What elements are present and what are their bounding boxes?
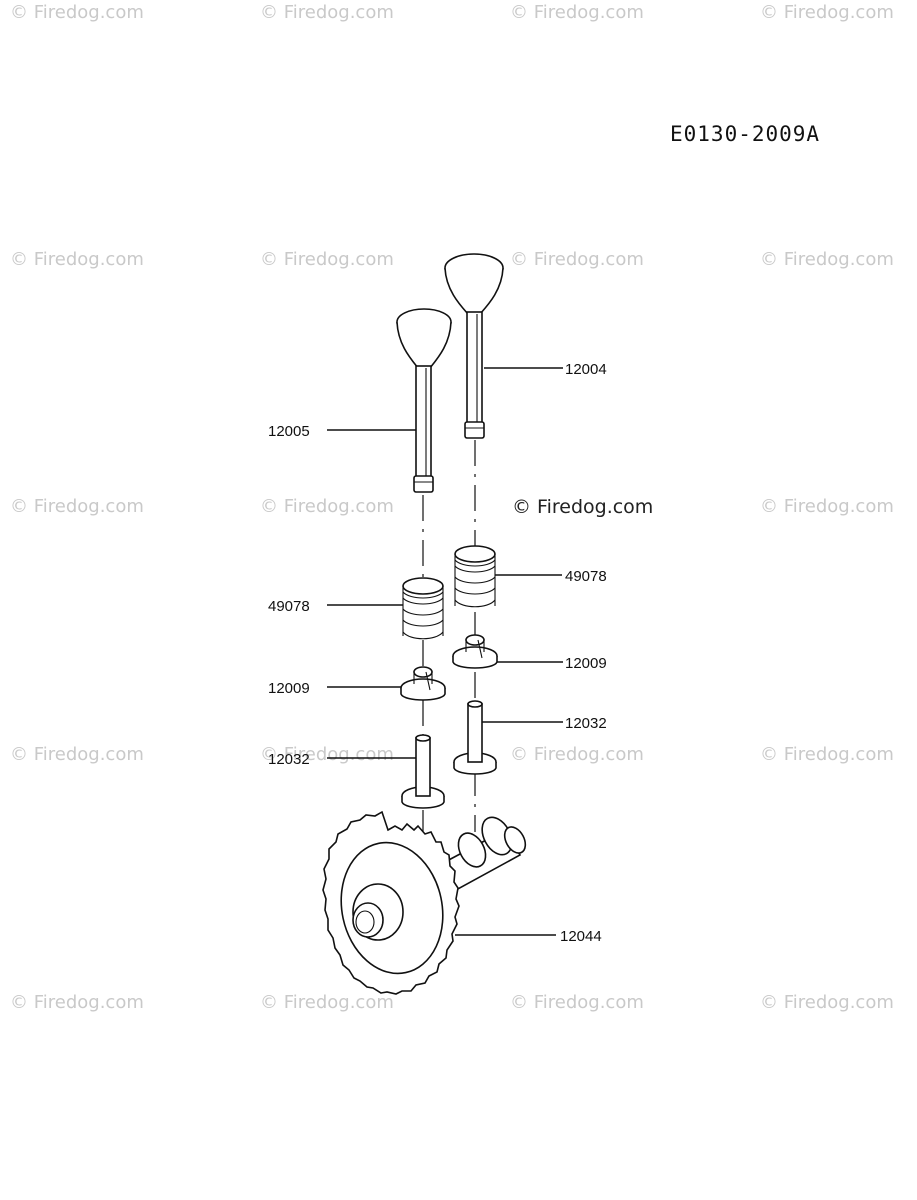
- watermark: © Firedog.com: [10, 2, 144, 23]
- camshaft: [322, 810, 527, 995]
- label-12004: 12004: [565, 361, 607, 378]
- watermark: © Firedog.com: [760, 992, 894, 1013]
- watermark-main: © Firedog.com: [512, 496, 653, 518]
- label-12032-right: 12032: [565, 715, 607, 732]
- exhaust-valve: [396, 308, 452, 493]
- label-12009-left: 12009: [268, 680, 310, 697]
- part-labels: 12004 12005 49078 49078 12009 12009 1203…: [268, 361, 607, 945]
- label-12009-right: 12009: [565, 655, 607, 672]
- watermark: © Firedog.com: [260, 992, 394, 1013]
- left-spring: [402, 577, 444, 640]
- left-tappet: [401, 734, 445, 809]
- left-retainer: [400, 666, 446, 701]
- watermark: © Firedog.com: [10, 249, 144, 270]
- leader-lines: [327, 367, 563, 936]
- watermark: © Firedog.com: [260, 496, 394, 517]
- watermark: © Firedog.com: [10, 496, 144, 517]
- watermark-grid: © Firedog.com © Firedog.com © Firedog.co…: [10, 2, 894, 1013]
- watermark: © Firedog.com: [510, 2, 644, 23]
- label-12044: 12044: [560, 928, 602, 945]
- label-12005: 12005: [268, 423, 310, 440]
- watermark: © Firedog.com: [760, 496, 894, 517]
- diagram-code: E0130-2009A: [670, 122, 820, 146]
- watermark: © Firedog.com: [260, 744, 394, 765]
- watermark: © Firedog.com: [510, 744, 644, 765]
- watermark: © Firedog.com: [10, 744, 144, 765]
- label-49078-right: 49078: [565, 568, 607, 585]
- watermark: © Firedog.com: [10, 992, 144, 1013]
- watermark: © Firedog.com: [510, 249, 644, 270]
- watermark: © Firedog.com: [760, 249, 894, 270]
- watermark: © Firedog.com: [260, 2, 394, 23]
- watermark: © Firedog.com: [510, 992, 644, 1013]
- right-tappet: [453, 700, 497, 775]
- watermark: © Firedog.com: [760, 744, 894, 765]
- label-12032-left: 12032: [268, 751, 310, 768]
- label-49078-left: 49078: [268, 598, 310, 615]
- watermark: © Firedog.com: [260, 249, 394, 270]
- intake-valve: [444, 253, 504, 439]
- right-spring: [454, 545, 496, 608]
- cam-gear: [322, 810, 460, 995]
- watermark: © Firedog.com: [760, 2, 894, 23]
- right-retainer: [452, 634, 498, 669]
